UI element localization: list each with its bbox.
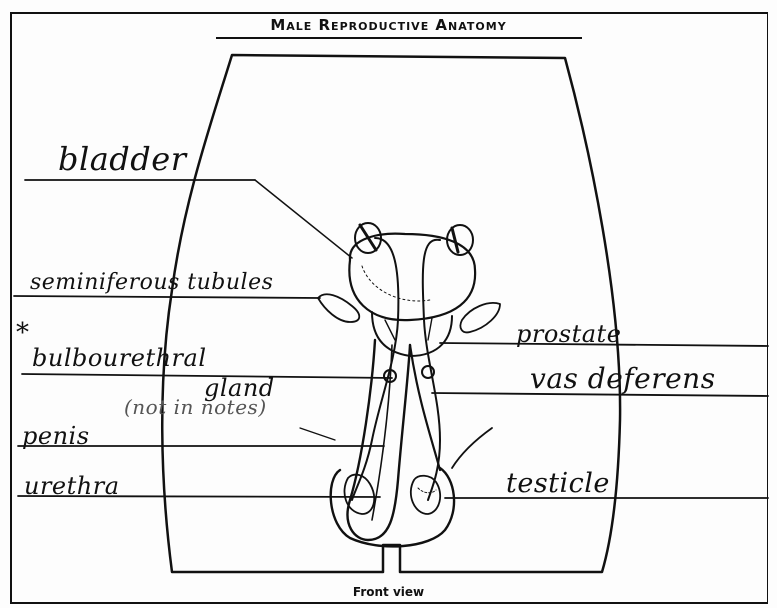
- penis-shaft: [348, 340, 410, 540]
- right-tubule-structure: [460, 303, 500, 332]
- label-bulbourethral: bulbourethral: [32, 344, 207, 372]
- label-bladder: bladder: [58, 140, 187, 178]
- testicle-right: [411, 476, 440, 514]
- body-curve-right: [452, 428, 492, 468]
- label-testicle: testicle: [506, 468, 610, 499]
- front-view-caption: Front view: [0, 585, 777, 599]
- label-prostate: prostate: [516, 320, 621, 348]
- label-seminiferous-tubules: seminiferous tubules: [30, 270, 273, 295]
- label-not-in-notes: (not in notes): [124, 395, 267, 419]
- note-pointer: [300, 428, 335, 440]
- label-penis: penis: [22, 422, 90, 450]
- left-tubule-structure: [318, 294, 359, 322]
- seminiferous-label-line: [14, 296, 320, 298]
- label-urethra: urethra: [24, 472, 120, 500]
- bladder-pointer: [255, 180, 352, 258]
- label-vas-deferens: vas deferens: [530, 362, 716, 395]
- label-asterisk: *: [16, 318, 30, 348]
